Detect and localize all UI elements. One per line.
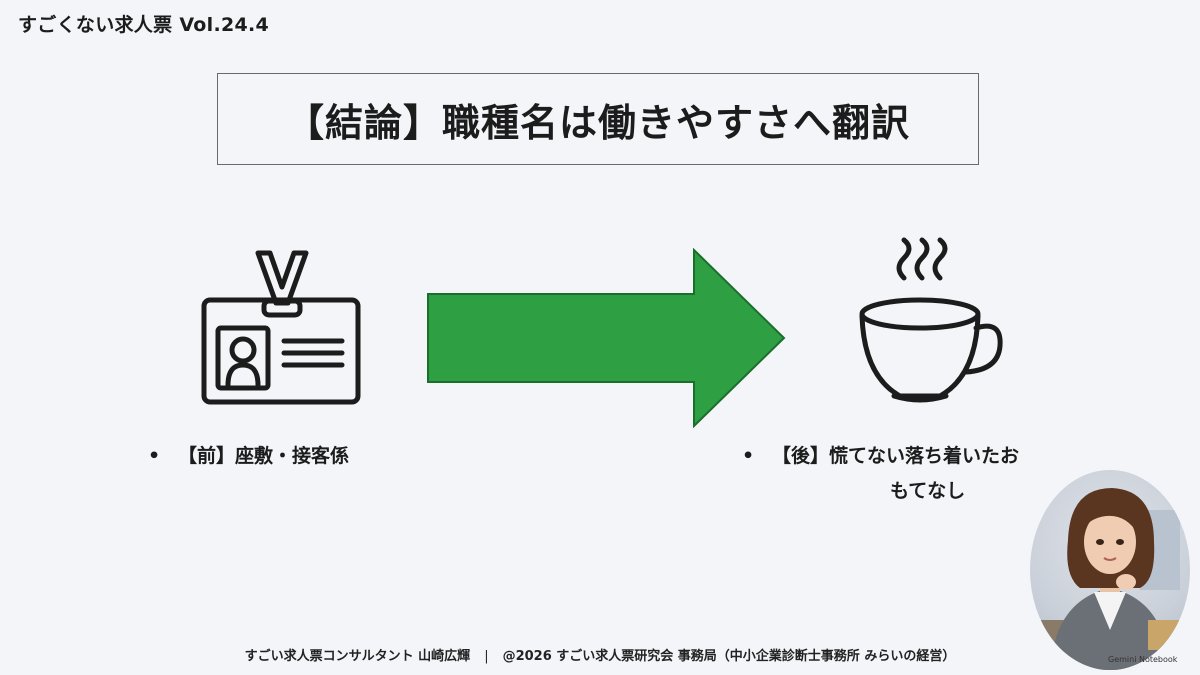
header-title: すごくない求人票 Vol.24.4	[18, 14, 270, 36]
footer-right: @2026 すごい求人票研究会 事務局（中小企業診断士事務所 みらいの経営）	[502, 649, 956, 664]
before-text: 【前】座敷・接客係	[178, 445, 350, 467]
page-title: 【結論】職種名は働きやすさへ翻訳	[285, 100, 910, 145]
title-box: 【結論】職種名は働きやすさへ翻訳	[217, 73, 979, 165]
footer-left: すごい求人票コンサルタント 山崎広輝	[244, 649, 471, 664]
footer-separator: |	[484, 649, 489, 664]
after-text-line2: もてなし	[890, 480, 966, 502]
bullet-marker: •	[742, 445, 755, 467]
bullet-marker: •	[148, 445, 161, 467]
id-badge-icon	[201, 250, 361, 405]
after-item: • 【後】慌てない落ち着いたお もてなし	[742, 441, 1112, 503]
right-arrow-icon	[427, 248, 786, 428]
hot-cup-icon	[859, 237, 1003, 403]
after-text-line1: 【後】慌てない落ち着いたお	[772, 445, 1020, 467]
avatar-illustration	[1030, 488, 1190, 670]
avatar	[1030, 470, 1190, 670]
footer: すごい求人票コンサルタント 山崎広輝 | @2026 すごい求人票研究会 事務局（中…	[0, 645, 1200, 664]
before-item: • 【前】座敷・接客係	[148, 441, 349, 468]
gemini-notebook-badge: Gemini Notebook	[1108, 655, 1178, 664]
